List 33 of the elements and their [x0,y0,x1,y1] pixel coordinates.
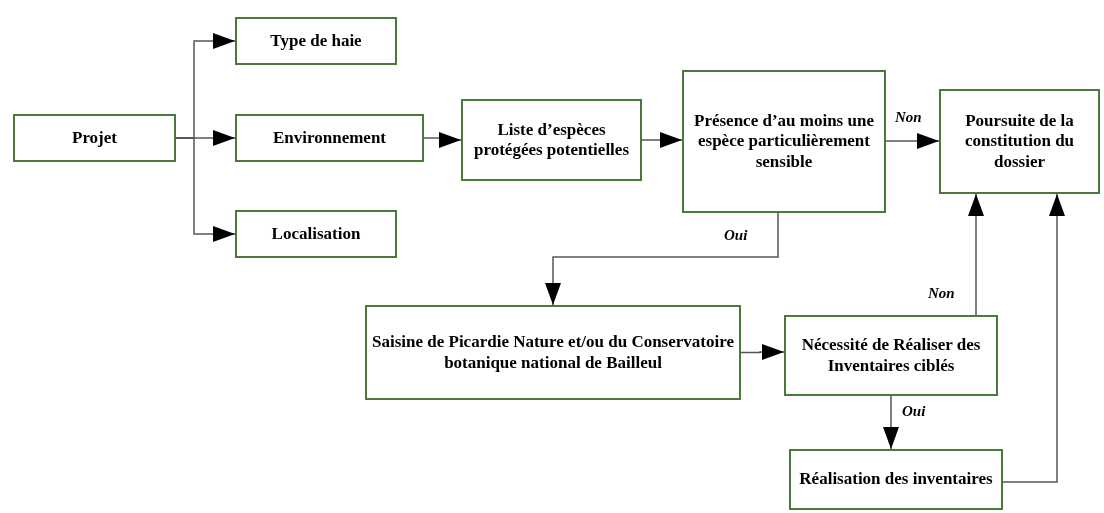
arrow [1002,193,1065,483]
arrow [740,344,785,360]
process-box [235,210,397,258]
box-text: Poursuite de la constitution du dossier [963,110,1076,173]
process-box [939,89,1100,194]
process-box [682,70,886,213]
box-text: Nécessité de Réaliser des Inventaires ciblés [800,335,982,376]
arrow [641,132,683,148]
arrow [885,133,940,149]
box-text: Projet [72,127,117,149]
edge-label: Non [893,110,924,125]
process-box [235,114,424,162]
arrow [883,395,899,450]
arrow [968,193,984,316]
edge-label: Non [926,286,957,301]
box-text: Réalisation des inventaires [799,469,993,490]
edge-label: Oui [900,404,928,419]
process-box [461,99,642,181]
box-text: Présence d’au moins une espèce particulièrement sensible [693,110,875,173]
process-box [235,17,397,65]
box-text: Type de haie [270,30,362,52]
process-box [365,305,741,400]
box-text: Saisine de Picardie Nature et/ou du Conservatoire botanique national de Bailleul [371,332,735,373]
arrow [423,132,462,148]
arrow [545,212,779,306]
arrow [175,137,236,242]
process-box [789,449,1003,510]
process-box [13,114,176,162]
box-text: Localisation [271,223,361,245]
edge-label: Oui [722,228,750,243]
box-text: Environnement [272,127,386,149]
box-text: Liste d’espèces protégées potentielles [473,119,630,161]
process-box [784,315,998,396]
